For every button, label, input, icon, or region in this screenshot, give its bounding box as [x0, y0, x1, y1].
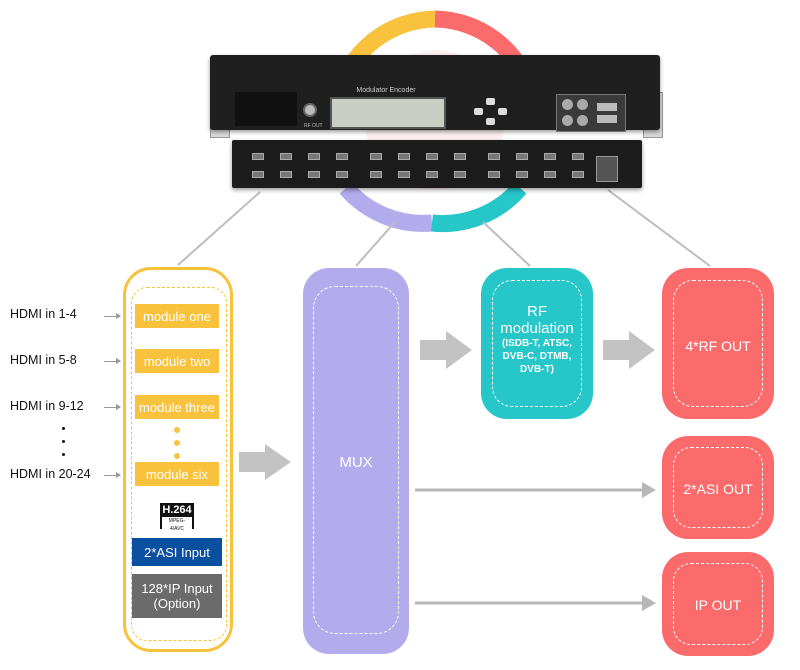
rf-out-label: 4*RF OUT: [685, 338, 751, 354]
rf-out-port-label: RF OUT: [304, 123, 323, 129]
keypad: [470, 98, 512, 126]
front-left-block: [235, 92, 297, 126]
device-display-title: Modulator Encoder: [356, 87, 416, 94]
hdmi-port: [488, 153, 500, 160]
rf-modulation-text: RF modulation (ISDB-T, ATSC, DVB-C, DTMB…: [481, 304, 593, 376]
module-six: module six: [135, 462, 219, 486]
hdmi-port: [454, 171, 466, 178]
mux-dashed-border: [313, 286, 399, 634]
hdmi-port: [544, 153, 556, 160]
hdmi-port: [336, 153, 348, 160]
device-back-panel: [232, 140, 642, 188]
hdmi-port: [252, 171, 264, 178]
hdmi-port: [572, 171, 584, 178]
ip-out-dashed-border: [673, 563, 763, 645]
hdmi-port: [308, 171, 320, 178]
hdmi-input-label-4: HDMI in 20-24: [10, 467, 91, 481]
asi-input-box: 2*ASI Input: [132, 538, 222, 566]
hdmi-port: [280, 171, 292, 178]
mux-label: MUX: [339, 454, 373, 471]
arrow-modules-to-mux: [239, 444, 291, 480]
module-ellipsis-dot: [174, 440, 180, 446]
input-arrow-3: [104, 404, 121, 410]
connector-line-left: [177, 191, 261, 266]
rf-out-dashed-border: [673, 280, 763, 407]
hdmi-port: [280, 153, 292, 160]
hdmi-port: [516, 171, 528, 178]
asi-out-dashed-border: [673, 447, 763, 528]
ring-purple-arc: [339, 182, 433, 232]
hdmi-port: [398, 153, 410, 160]
front-connector-block: [556, 94, 626, 132]
asi-out-label: 2*ASI OUT: [683, 481, 753, 497]
ip-out-label: IP OUT: [694, 597, 742, 613]
hdmi-port: [454, 153, 466, 160]
input-arrow-1: [104, 313, 121, 319]
ellipsis-dot: [62, 427, 65, 430]
rf-modulation-standards-line2: DVB-C, DTMB,: [502, 351, 572, 362]
module-one: module one: [135, 304, 219, 328]
keypad-button-right[interactable]: [498, 108, 507, 115]
h264-logo-title: H.264: [162, 504, 192, 516]
hdmi-port: [488, 171, 500, 178]
hdmi-port: [426, 171, 438, 178]
input-arrow-4: [104, 472, 121, 478]
arrow-rf-to-rf-out: [603, 331, 655, 369]
hdmi-input-label-1: HDMI in 1-4: [10, 307, 77, 321]
module-ellipsis-dot: [174, 453, 180, 459]
connector-line-mux: [355, 221, 396, 267]
hdmi-port: [398, 171, 410, 178]
rf-modulation-title-line1: RF: [527, 303, 547, 320]
input-arrow-2: [104, 358, 121, 364]
connector-line-rf: [482, 221, 531, 267]
ip-input-line2: (Option): [153, 596, 201, 611]
rf-modulation-title-line2: modulation: [500, 320, 574, 337]
ellipsis-dot: [62, 440, 65, 443]
ellipsis-dot: [62, 453, 65, 456]
rf-modulation-dashed-border: [492, 280, 582, 407]
h264-logo: H.264 MPEG-4/AVC: [160, 503, 194, 533]
rf-modulation-standards-line3: DVB-T): [520, 364, 554, 375]
input-module-dashed-border: [131, 287, 227, 641]
module-ellipsis-dot: [174, 427, 180, 433]
hdmi-port: [252, 153, 264, 160]
hdmi-port: [572, 153, 584, 160]
ip-input-line1: 128*IP Input: [141, 581, 213, 596]
arrow-mux-to-rf: [420, 331, 472, 369]
hdmi-port: [544, 171, 556, 178]
keypad-button-up[interactable]: [486, 98, 495, 105]
keypad-button-down[interactable]: [486, 118, 495, 125]
ip-input-box: 128*IP Input (Option): [132, 574, 222, 618]
mux-panel: [303, 268, 409, 654]
hdmi-port: [426, 153, 438, 160]
hdmi-port: [336, 171, 348, 178]
module-three: module three: [135, 395, 219, 419]
h264-logo-subtitle: MPEG-4/AVC: [162, 517, 192, 533]
keypad-button-left[interactable]: [474, 108, 483, 115]
device-lcd: [330, 97, 446, 129]
hdmi-input-label-3: HDMI in 9-12: [10, 399, 84, 413]
hdmi-port: [370, 153, 382, 160]
rf-out-connector: [303, 103, 317, 117]
hdmi-port: [516, 153, 528, 160]
module-two: module two: [135, 349, 219, 373]
hdmi-port: [370, 171, 382, 178]
hdmi-port: [308, 153, 320, 160]
rf-modulation-standards-line1: (ISDB-T, ATSC,: [502, 338, 572, 349]
hdmi-input-label-2: HDMI in 5-8: [10, 353, 77, 367]
power-socket: [596, 156, 618, 182]
connector-line-out: [607, 189, 711, 267]
ring-teal-arc: [431, 182, 527, 233]
hdmi-port-row: [252, 153, 584, 183]
